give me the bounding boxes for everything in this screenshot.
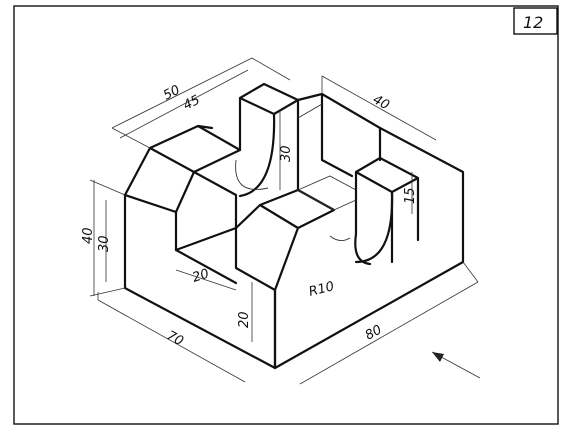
left-pillar-top — [123, 124, 214, 214]
dim-30-height: 30 — [97, 235, 112, 252]
dim-45: 45 — [181, 93, 203, 114]
dim-50: 50 — [161, 83, 183, 104]
right-u-slot — [354, 190, 394, 266]
front-right-pillar — [234, 188, 336, 292]
back-wall-inner — [297, 103, 323, 119]
sheet-frame — [13, 5, 559, 425]
inner-floor-lines — [297, 175, 357, 211]
sheet-number-box — [513, 7, 558, 35]
dimension-labels: 50 45 40 30 15 40 30 20 20 70 80 R10 — [81, 83, 418, 350]
dim-20-height: 20 — [237, 311, 252, 328]
left-pillar — [123, 124, 242, 285]
dim-80: 80 — [363, 323, 385, 344]
base-front-face — [273, 126, 465, 370]
left-slot-floor — [174, 170, 238, 252]
dim-r10: R10 — [307, 279, 335, 300]
part-drawing — [123, 82, 465, 370]
dim-70: 70 — [164, 328, 186, 349]
inner-corner-arc — [329, 235, 351, 241]
back-wall — [296, 92, 382, 178]
dimension-lines — [89, 57, 481, 385]
dim-30-slot: 30 — [279, 145, 294, 162]
dim-40-height: 40 — [81, 227, 96, 244]
dim-20-slot: 20 — [191, 266, 211, 285]
right-pillar — [354, 156, 420, 264]
sheet-number: 12 — [523, 13, 543, 32]
dim-40-top: 40 — [370, 92, 392, 113]
dim-15: 15 — [403, 187, 418, 204]
back-u-slot-left — [238, 112, 276, 198]
back-u-slot-inner — [235, 159, 269, 190]
view-arrow-head — [432, 352, 444, 362]
back-left-block — [238, 82, 300, 192]
